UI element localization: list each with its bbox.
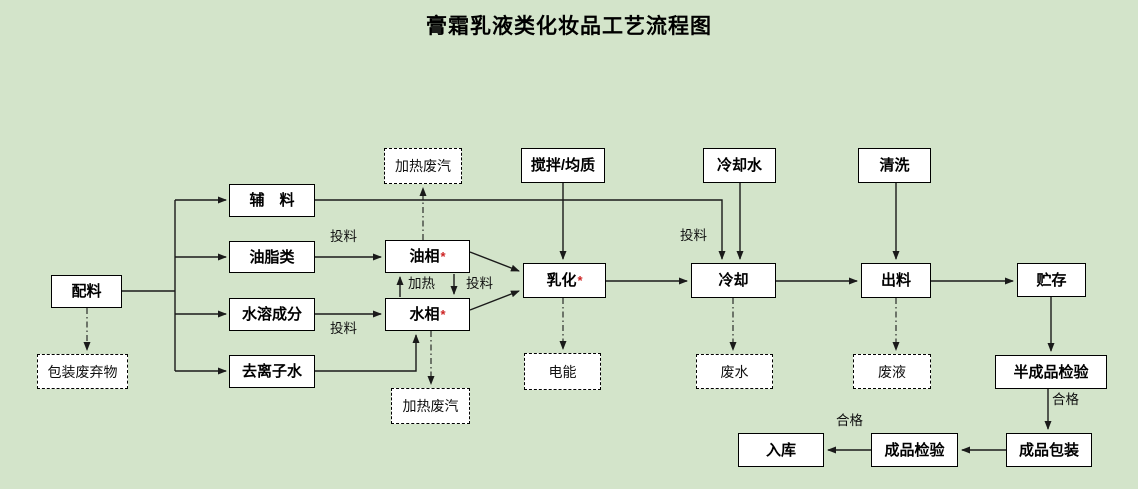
edge-shuixiang-ruhua [469,290,520,311]
node-dianneng: 电能 [524,353,601,390]
node-shuirong-chengfen: 水溶成分 [229,298,315,331]
edge-label-hege-ruku: 合格 [836,413,863,428]
node-banchengpin-jianyan: 半成品检验 [995,355,1107,389]
footnote-asterisk: * [577,273,583,288]
edge-label-touliao-shuirong: 投料 [330,321,357,336]
node-baozhuang-feiqiwu: 包装废弃物 [37,354,128,389]
node-shuixiang: 水相* [385,298,470,331]
edge-label-touliao-ruhua: 投料 [466,276,493,291]
node-feiye: 废液 [853,354,931,389]
edge-label-jiare: 加热 [408,276,435,291]
diagram-title: 膏霜乳液类化妆品工艺流程图 [426,14,712,38]
node-qulizishui: 去离子水 [229,355,315,388]
node-jiare-feiqi-bottom: 加热废汽 [391,388,470,424]
node-chengpin-jianyan: 成品检验 [871,433,958,467]
node-lengque: 冷却 [691,263,776,298]
node-zhucun: 贮存 [1017,263,1086,297]
node-jiaoban-junzhi: 搅拌/均质 [521,148,605,183]
edge-qulizishui-shuixiang [315,334,420,372]
node-chengpin-baozhuang: 成品包装 [1006,433,1092,467]
edge-label-hege-banchengpin: 合格 [1052,392,1079,407]
node-qingxi: 清洗 [858,148,931,183]
node-lengqueshui: 冷却水 [703,148,776,183]
node-chuliao: 出料 [861,263,931,298]
node-peiliao: 配料 [51,275,122,308]
edge-label-touliao-lengque: 投料 [680,228,707,243]
node-youzhilei: 油脂类 [229,241,315,273]
edge-youxiang-ruhua [469,251,520,272]
node-ruhua: 乳化* [523,263,606,298]
footnote-asterisk: * [440,307,446,322]
node-ruku: 入库 [738,433,824,467]
node-youxiang: 油相* [385,240,470,273]
edge-fuliao-lengque [315,199,726,260]
node-feishui: 废水 [696,354,773,389]
node-jiare-feiqi-top: 加热废汽 [384,148,462,184]
node-fuliao: 辅 料 [229,184,315,217]
edge-label-touliao-youzhi: 投料 [330,229,357,244]
footnote-asterisk: * [440,249,446,264]
